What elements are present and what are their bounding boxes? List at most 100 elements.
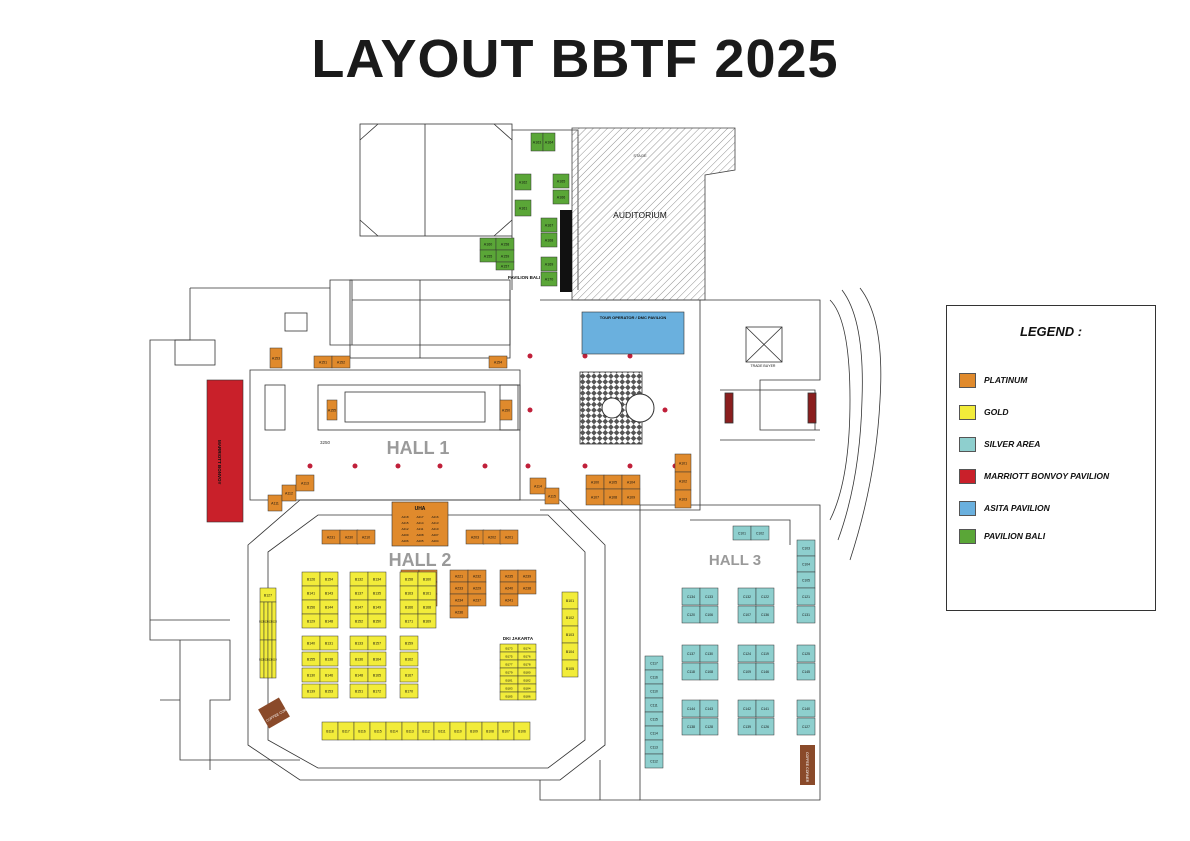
- booth[interactable]: [699, 662, 719, 681]
- booth[interactable]: [269, 347, 283, 369]
- booth[interactable]: [552, 173, 570, 189]
- booth-label: B186: [523, 695, 530, 699]
- booth[interactable]: [517, 581, 537, 595]
- coffee-corner-hall3[interactable]: [800, 745, 815, 785]
- booth-label: A169: [545, 263, 553, 267]
- booth[interactable]: [750, 525, 770, 541]
- booth-label: C139: [743, 725, 751, 729]
- booth[interactable]: [755, 587, 775, 606]
- booth-label: B184: [523, 687, 530, 691]
- booth[interactable]: [319, 613, 339, 629]
- booth-label: B138: [325, 658, 333, 662]
- legend-swatch: [959, 372, 976, 388]
- booth-label: B168: [423, 606, 431, 610]
- booth[interactable]: [517, 691, 537, 701]
- booth-label: B114: [390, 730, 398, 734]
- booth-label: B179: [505, 671, 512, 675]
- booth-label: B166: [405, 606, 413, 610]
- booth[interactable]: [367, 635, 387, 651]
- booth-label: B177: [505, 663, 512, 667]
- booth-label: A204: [431, 539, 438, 543]
- booth[interactable]: [331, 355, 351, 369]
- booth[interactable]: [755, 644, 775, 663]
- booth[interactable]: [479, 249, 497, 263]
- booth[interactable]: [514, 173, 532, 191]
- booth[interactable]: [399, 683, 419, 699]
- booth[interactable]: [699, 605, 719, 624]
- booth[interactable]: [495, 261, 515, 271]
- booth[interactable]: [699, 717, 719, 736]
- booth[interactable]: [796, 605, 816, 624]
- booth[interactable]: [540, 271, 558, 287]
- booth[interactable]: [644, 753, 664, 769]
- booth[interactable]: [540, 217, 558, 233]
- booth-label: C116: [650, 676, 658, 680]
- booth[interactable]: [561, 659, 579, 678]
- booth[interactable]: [271, 639, 277, 679]
- booth[interactable]: [540, 256, 558, 272]
- uha-block[interactable]: [391, 501, 449, 547]
- booth[interactable]: [367, 651, 387, 667]
- booth[interactable]: [319, 635, 339, 651]
- booth[interactable]: [755, 717, 775, 736]
- booth-label: A159: [501, 255, 509, 259]
- booth[interactable]: [514, 199, 532, 217]
- booth-label: A210: [431, 527, 438, 531]
- booth-label: C113: [650, 746, 658, 750]
- booth[interactable]: [449, 605, 469, 619]
- booth[interactable]: [755, 605, 775, 624]
- coffee-corner-hall2[interactable]: [258, 697, 290, 729]
- booth[interactable]: [417, 613, 437, 629]
- booth[interactable]: [356, 529, 376, 545]
- booth-label: A218: [401, 515, 408, 519]
- booth[interactable]: [699, 644, 719, 663]
- booth[interactable]: [540, 232, 558, 248]
- booth[interactable]: [674, 489, 692, 509]
- booth[interactable]: [796, 699, 816, 718]
- booth-label: B123: [271, 621, 277, 624]
- booth[interactable]: [796, 662, 816, 681]
- booth[interactable]: [499, 529, 519, 545]
- marriott-bonvoy-pavilion[interactable]: [206, 379, 244, 523]
- booth[interactable]: [755, 662, 775, 681]
- booth[interactable]: [542, 132, 556, 152]
- booth[interactable]: [796, 717, 816, 736]
- booth[interactable]: [796, 587, 816, 606]
- booth-label: B115: [374, 730, 382, 734]
- booth[interactable]: [488, 355, 508, 369]
- booth[interactable]: [499, 593, 519, 607]
- booth[interactable]: [399, 635, 419, 651]
- booth[interactable]: [552, 189, 570, 205]
- booth[interactable]: [499, 399, 513, 421]
- booth-label: C112: [650, 760, 658, 764]
- booth-label: B163: [405, 592, 413, 596]
- booth[interactable]: [529, 477, 547, 495]
- booth[interactable]: [319, 683, 339, 699]
- booth-label: B141: [307, 592, 315, 596]
- booth[interactable]: [796, 644, 816, 663]
- booth[interactable]: [281, 484, 297, 502]
- booth[interactable]: [267, 494, 283, 512]
- booth[interactable]: [319, 651, 339, 667]
- booth-label: C136: [761, 613, 769, 617]
- booth[interactable]: [319, 667, 339, 683]
- booth-label: A108: [609, 496, 617, 500]
- booth[interactable]: [367, 613, 387, 629]
- booth[interactable]: [467, 593, 487, 607]
- booth[interactable]: [699, 587, 719, 606]
- booth[interactable]: [295, 474, 315, 492]
- booth[interactable]: [399, 667, 419, 683]
- booth-label: B118: [326, 730, 334, 734]
- booth[interactable]: [367, 683, 387, 699]
- booth[interactable]: [399, 651, 419, 667]
- booth[interactable]: [513, 721, 531, 741]
- booth[interactable]: [367, 667, 387, 683]
- booth[interactable]: [621, 488, 641, 506]
- booth[interactable]: [699, 699, 719, 718]
- booth-label: C110: [650, 690, 658, 694]
- booth[interactable]: [544, 487, 560, 505]
- booth[interactable]: [326, 399, 338, 421]
- tour-operator-pavilion[interactable]: [581, 311, 685, 355]
- booth-label: C138: [687, 725, 695, 729]
- booth[interactable]: [755, 699, 775, 718]
